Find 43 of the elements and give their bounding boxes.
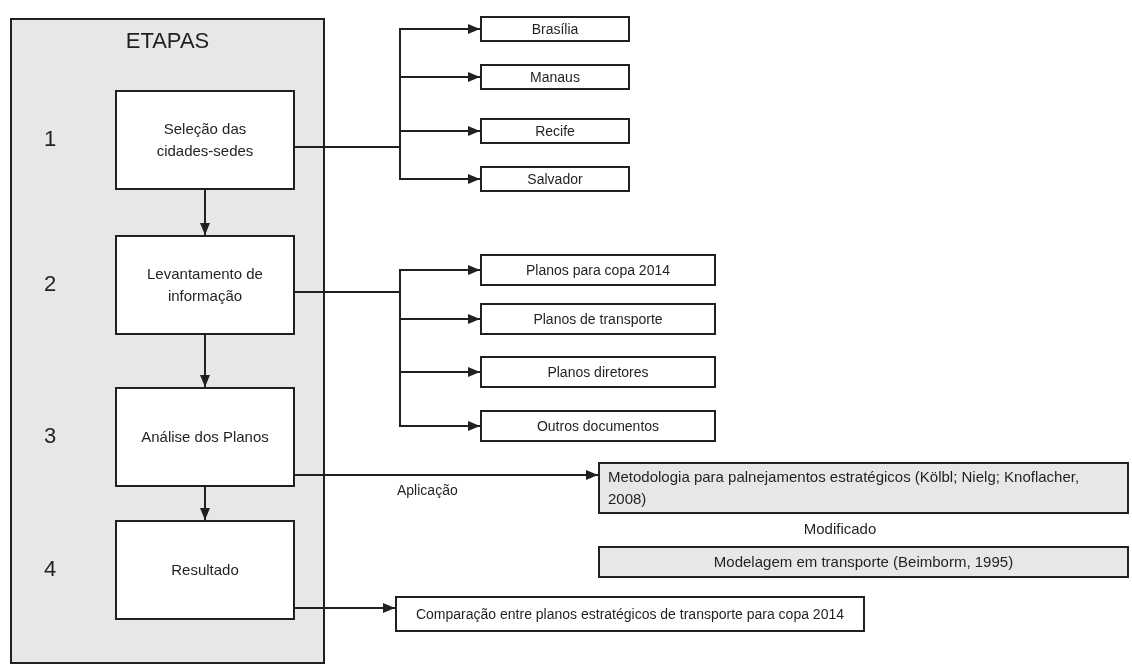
panel-title: ETAPAS	[124, 28, 211, 54]
note-label: Modificado	[802, 520, 878, 537]
box-text: Comparação entre planos estratégicos de transporte para copa 2014	[415, 604, 844, 624]
stage-panel	[10, 18, 325, 664]
step-number: 3	[44, 423, 57, 449]
item-box	[480, 166, 630, 192]
item-box	[480, 254, 716, 286]
box-text: Planos de transporte	[533, 309, 663, 329]
box-text: Levantamento de informação	[146, 264, 264, 306]
process-box	[115, 235, 295, 335]
box-text: Planos para copa 2014	[526, 260, 670, 280]
step-number: 4	[44, 556, 57, 582]
box-text: Manaus	[530, 67, 580, 87]
box-text: Salvador	[527, 169, 583, 189]
box-text: Planos diretores	[547, 362, 649, 382]
box-text: Recife	[535, 121, 575, 141]
step-number: 2	[44, 271, 57, 297]
process-box	[115, 387, 295, 487]
arrow	[200, 486, 210, 521]
box-text: Análise dos Planos	[141, 427, 269, 448]
arrow	[294, 603, 396, 613]
item-box	[480, 118, 630, 144]
step-number: 1	[44, 126, 57, 152]
box-text: Resultado	[171, 560, 239, 581]
arrow	[200, 189, 210, 236]
item-box	[480, 356, 716, 388]
item-box	[480, 303, 716, 335]
item-box	[480, 410, 716, 442]
reference-box	[598, 546, 1129, 578]
reference-box	[598, 462, 1129, 514]
process-box	[115, 520, 295, 620]
item-box	[395, 596, 865, 632]
edge-label: Aplicação	[395, 482, 460, 498]
box-text: Metodologia para palnejamentos estratégicos (Kölbl; Nielg; Knoflacher, 2008)	[608, 467, 1081, 509]
box-text: Brasília	[531, 19, 579, 39]
item-box	[480, 64, 630, 90]
process-box	[115, 90, 295, 190]
box-text: Modelagem em transporte (Beimborm, 1995)	[713, 552, 1014, 573]
arrow	[200, 334, 210, 388]
item-box	[480, 16, 630, 42]
box-text: Outros documentos	[536, 416, 660, 436]
arrow	[294, 470, 599, 480]
box-text: Seleção das cidades-sedes	[155, 119, 255, 161]
